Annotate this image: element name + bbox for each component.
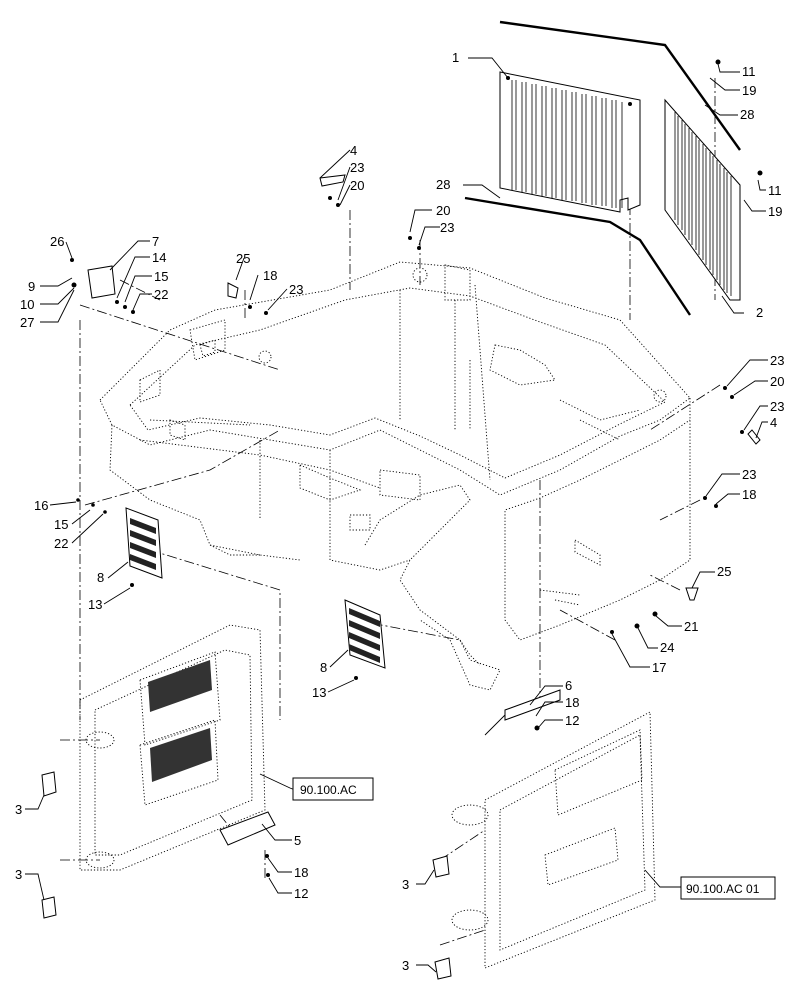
callout-label: 23 <box>770 399 784 414</box>
section-ref-label: 90.100.AC <box>300 783 357 797</box>
callout-label: 23 <box>440 220 454 235</box>
callout-label: 7 <box>152 234 159 249</box>
assembly-lines <box>60 78 721 946</box>
callout-label: 11 <box>742 64 756 79</box>
callout-label: 28 <box>740 107 754 122</box>
callout-label: 15 <box>54 517 68 532</box>
callout-label: 23 <box>289 282 303 297</box>
callout-label: 20 <box>350 178 364 193</box>
bracket-4 <box>319 174 761 445</box>
callout-label: 12 <box>294 886 308 901</box>
cone-25 <box>227 282 699 601</box>
strip-28-lower <box>464 196 691 316</box>
section-ref-label: 90.100.AC 01 <box>686 882 760 896</box>
callout-label: 3 <box>15 802 22 817</box>
callout-label: 13 <box>88 597 102 612</box>
grille-panel-2 <box>664 98 741 301</box>
leader-lines <box>25 57 768 973</box>
callout-label: 25 <box>236 251 250 266</box>
callout-label: 8 <box>320 660 327 675</box>
callout-label: 19 <box>742 83 756 98</box>
callout-label: 23 <box>742 467 756 482</box>
louver-8-center <box>344 599 386 669</box>
callout-label: 12 <box>565 713 579 728</box>
callout-label: 20 <box>770 374 784 389</box>
callout-label: 8 <box>97 570 104 585</box>
callout-label: 15 <box>154 269 168 284</box>
callout-label: 18 <box>294 865 308 880</box>
callout-label: 3 <box>15 867 22 882</box>
fasteners <box>70 59 763 877</box>
callout-label: 19 <box>768 204 782 219</box>
callout-label: 18 <box>565 695 579 710</box>
left-door-panel <box>79 624 276 871</box>
callout-label: 28 <box>436 177 450 192</box>
callout-label: 14 <box>152 250 166 265</box>
callout-label: 18 <box>742 487 756 502</box>
callout-label: 26 <box>50 234 64 249</box>
right-door-panel <box>451 689 656 969</box>
louver-8-left <box>125 507 163 579</box>
callout-label: 2 <box>756 305 763 320</box>
callout-label: 24 <box>660 640 674 655</box>
callout-label: 18 <box>263 268 277 283</box>
foot-3 <box>41 771 452 980</box>
callout-label: 3 <box>402 877 409 892</box>
chassis-frame <box>99 261 691 691</box>
callout-labels: 1 11 19 28 11 19 2 28 4 23 20 20 23 26 7… <box>15 50 784 973</box>
callout-label: 17 <box>652 660 666 675</box>
callout-label: 10 <box>20 297 34 312</box>
callout-label: 23 <box>350 160 364 175</box>
section-ref-90-100-ac[interactable]: 90.100.AC <box>292 777 374 801</box>
callout-label: 25 <box>717 564 731 579</box>
callout-label: 27 <box>20 315 34 330</box>
callout-label: 13 <box>312 685 326 700</box>
callout-label: 16 <box>34 498 48 513</box>
callout-label: 11 <box>768 183 782 198</box>
callout-label: 3 <box>402 958 409 973</box>
callout-label: 21 <box>684 619 698 634</box>
callout-label: 9 <box>28 279 35 294</box>
callout-label: 20 <box>436 203 450 218</box>
callout-label: 5 <box>294 833 301 848</box>
callout-label: 22 <box>54 536 68 551</box>
callout-label: 4 <box>770 415 777 430</box>
grille-panel-1 <box>499 71 641 213</box>
callout-label: 6 <box>565 678 572 693</box>
callout-label: 22 <box>154 287 168 302</box>
strip-28-upper <box>499 20 741 151</box>
callout-label: 1 <box>452 50 459 65</box>
section-ref-90-100-ac-01[interactable]: 90.100.AC 01 <box>680 876 776 900</box>
callout-label: 23 <box>770 353 784 368</box>
callout-label: 4 <box>350 143 357 158</box>
block-7 <box>87 265 116 299</box>
